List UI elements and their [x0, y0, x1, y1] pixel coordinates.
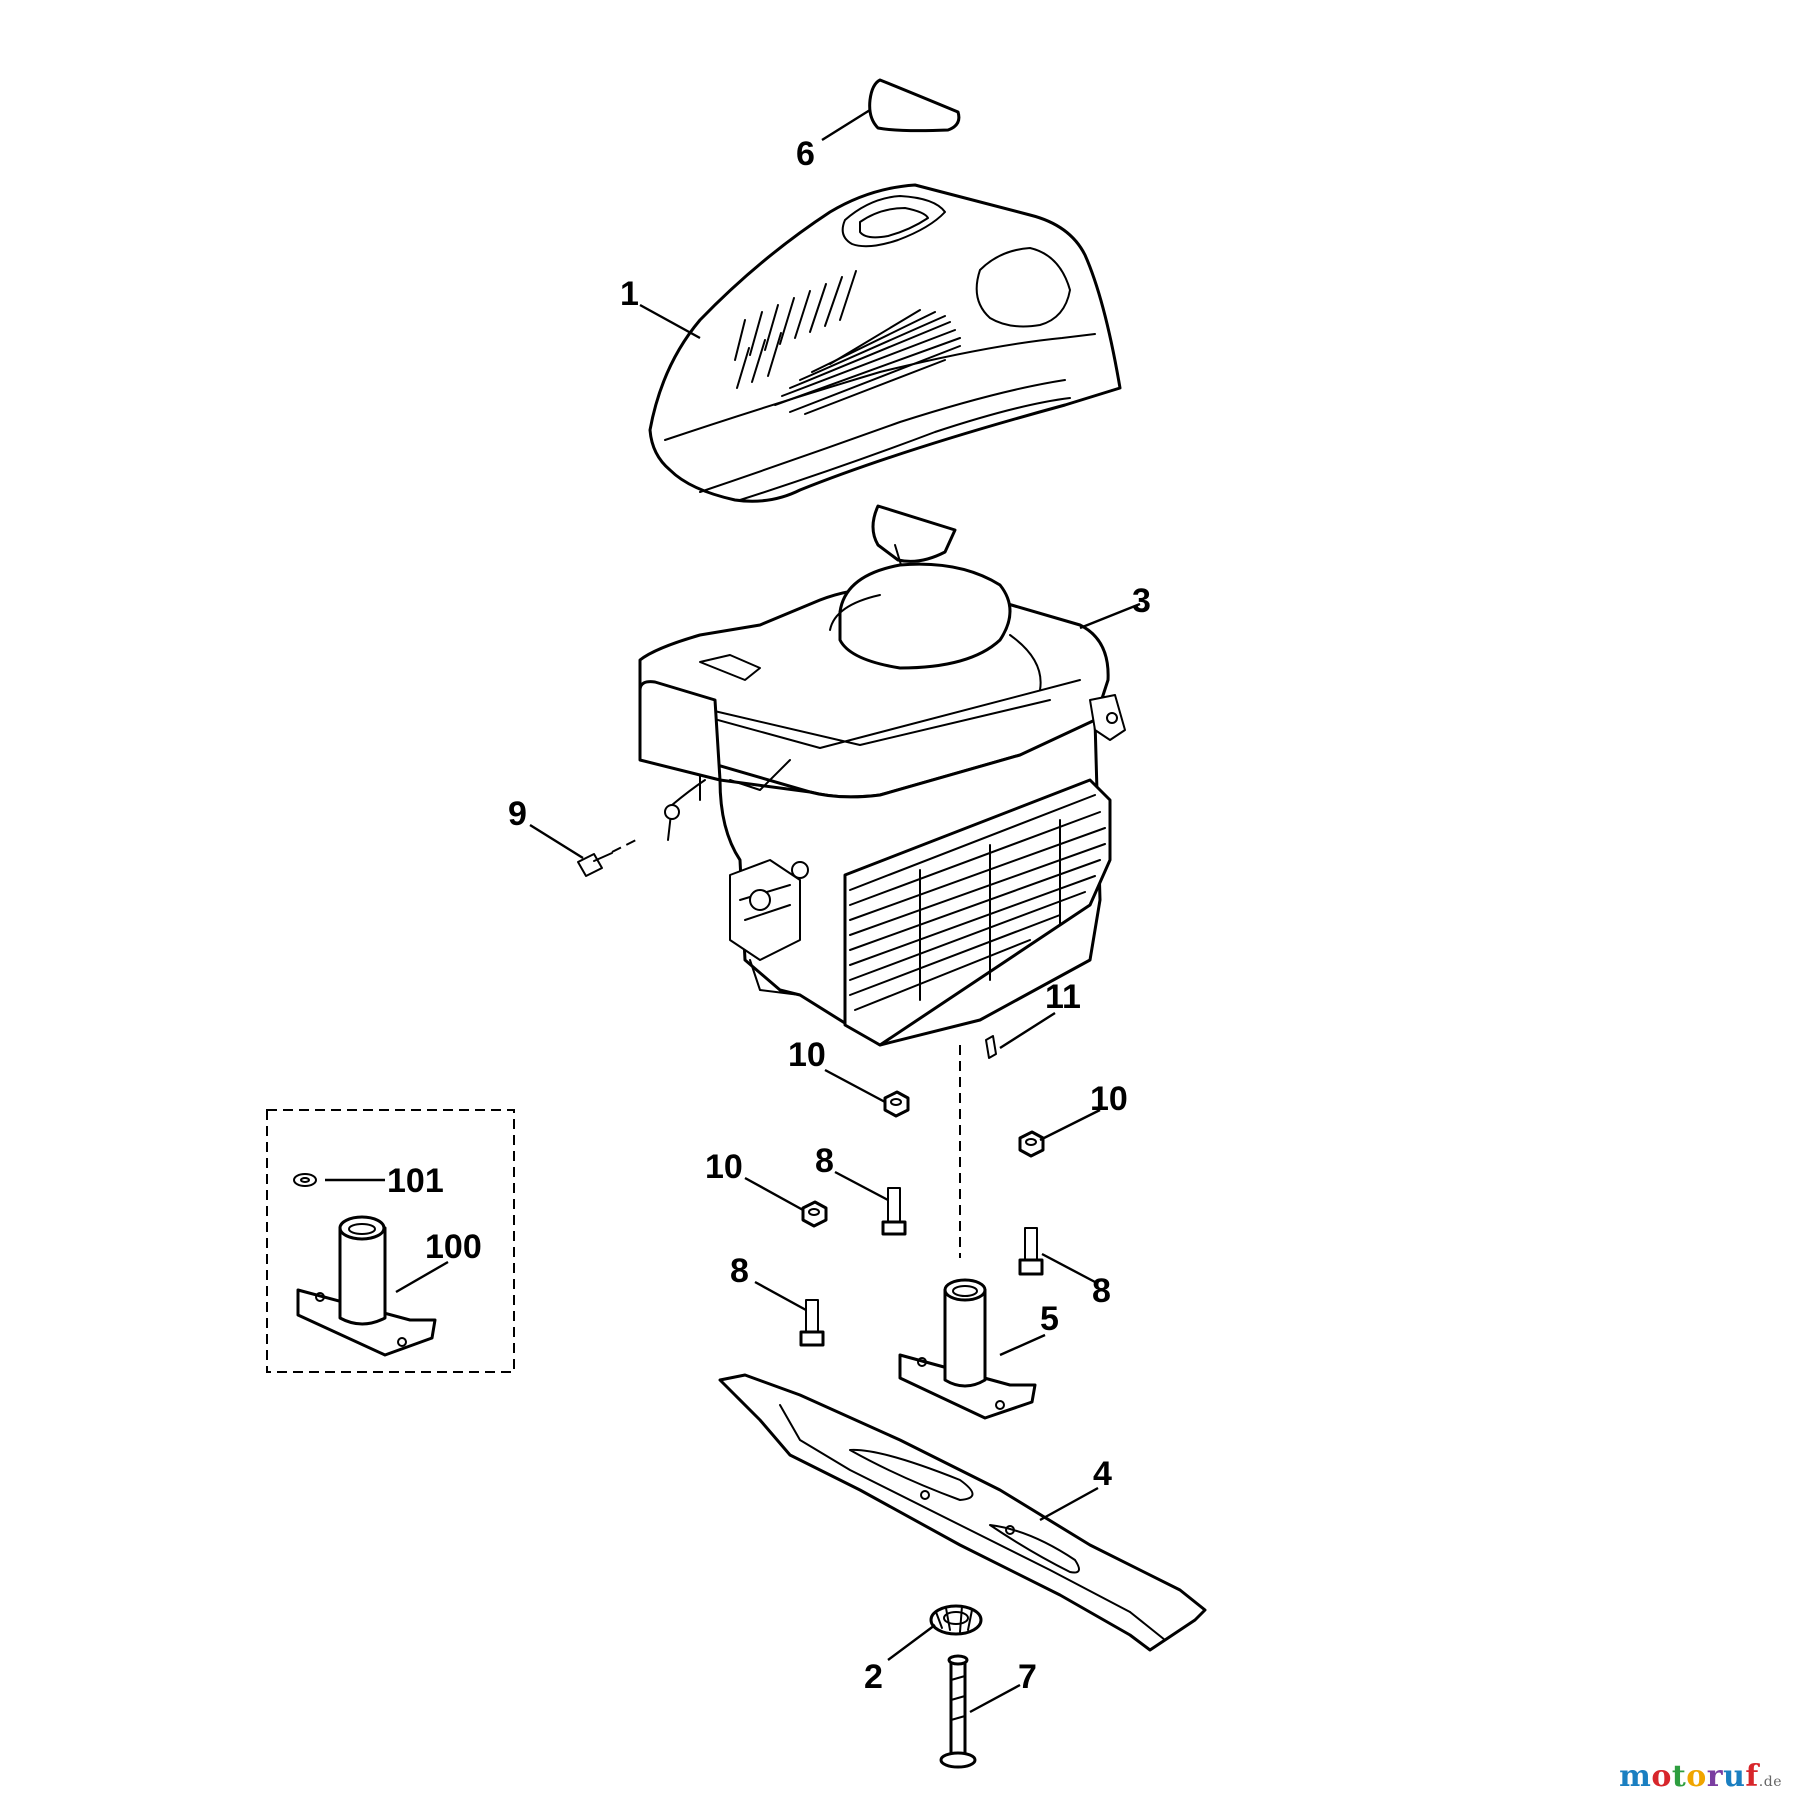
part-2-washer	[929, 1604, 983, 1636]
part-1-engine-hood	[648, 183, 1122, 503]
inset-alternate-parts: 101 100	[266, 1109, 515, 1373]
callout-10a: 10	[788, 1036, 826, 1074]
leader-9	[529, 823, 584, 860]
part-4-blade	[718, 1373, 1207, 1652]
part-11-key	[985, 1035, 997, 1059]
callout-101: 101	[387, 1162, 444, 1200]
watermark-suffix: .de	[1758, 1774, 1782, 1790]
callout-8c: 8	[730, 1252, 749, 1290]
leader-4	[1039, 1486, 1099, 1522]
leader-8c	[754, 1280, 807, 1312]
callout-8a: 8	[815, 1142, 834, 1180]
part-8-bolt-c	[799, 1299, 825, 1347]
callout-4: 4	[1093, 1455, 1112, 1493]
callout-8b: 8	[1092, 1272, 1111, 1310]
callout-100: 100	[425, 1228, 482, 1266]
callout-10c: 10	[705, 1148, 743, 1186]
callout-10b: 10	[1090, 1080, 1128, 1118]
watermark-text: motoruf	[1619, 1759, 1759, 1794]
leader-10a	[824, 1068, 886, 1104]
part-9-screw	[577, 852, 613, 877]
leader-5	[999, 1333, 1046, 1357]
leader-10b	[1039, 1108, 1101, 1142]
callout-6: 6	[796, 135, 815, 173]
leader-3	[1079, 602, 1141, 630]
leader-11	[999, 1011, 1056, 1050]
leader-2	[887, 1624, 936, 1661]
part-10-nut-c	[801, 1200, 828, 1228]
leader-9-dash	[611, 837, 641, 853]
leader-8a	[834, 1170, 889, 1202]
callout-3: 3	[1132, 582, 1151, 620]
part-8-bolt-b	[1018, 1227, 1044, 1276]
leader-6	[821, 108, 871, 142]
callout-7: 7	[1018, 1658, 1037, 1696]
leader-10c	[744, 1176, 804, 1212]
callout-5: 5	[1040, 1300, 1059, 1338]
part-5-blade-adapter	[898, 1278, 1037, 1420]
callout-1: 1	[620, 275, 639, 313]
leader-7	[969, 1683, 1021, 1714]
callout-2: 2	[864, 1658, 883, 1696]
part-8-bolt-a	[881, 1187, 907, 1236]
part-6-cap	[868, 78, 961, 133]
leader-8b	[1041, 1252, 1096, 1284]
callout-11: 11	[1045, 978, 1081, 1016]
leader-1	[639, 303, 701, 340]
part-10-nut-b	[1018, 1130, 1045, 1158]
watermark-logo: motoruf.de	[1619, 1759, 1782, 1794]
callout-9: 9	[508, 795, 527, 833]
part-3-engine	[638, 504, 1126, 1047]
part-10-nut-a	[883, 1090, 910, 1118]
leader-100	[395, 1260, 449, 1294]
part-7-blade-bolt	[939, 1654, 977, 1769]
